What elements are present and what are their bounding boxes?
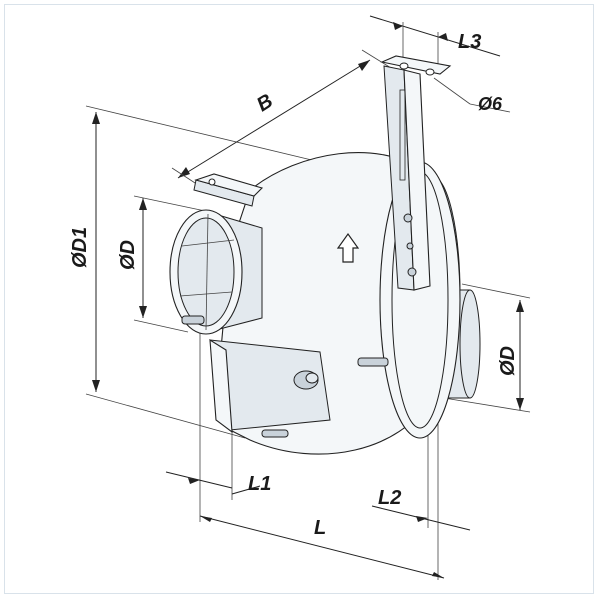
up-arrow-icon: [336, 232, 360, 263]
label-d-right: ØD: [497, 346, 519, 376]
label-l1: L1: [248, 473, 271, 495]
label-l3: L3: [458, 31, 481, 53]
label-l: L: [314, 517, 326, 539]
label-d-left: ØD: [117, 240, 139, 270]
fan-housing: [169, 55, 481, 455]
label-d1: ØD1: [69, 227, 91, 268]
drawing-frame: [4, 4, 594, 594]
dimension-lines: [85, 15, 531, 580]
label-b: B: [253, 90, 277, 116]
label-hole: Ø6: [478, 94, 503, 114]
label-l2: L2: [378, 487, 401, 509]
